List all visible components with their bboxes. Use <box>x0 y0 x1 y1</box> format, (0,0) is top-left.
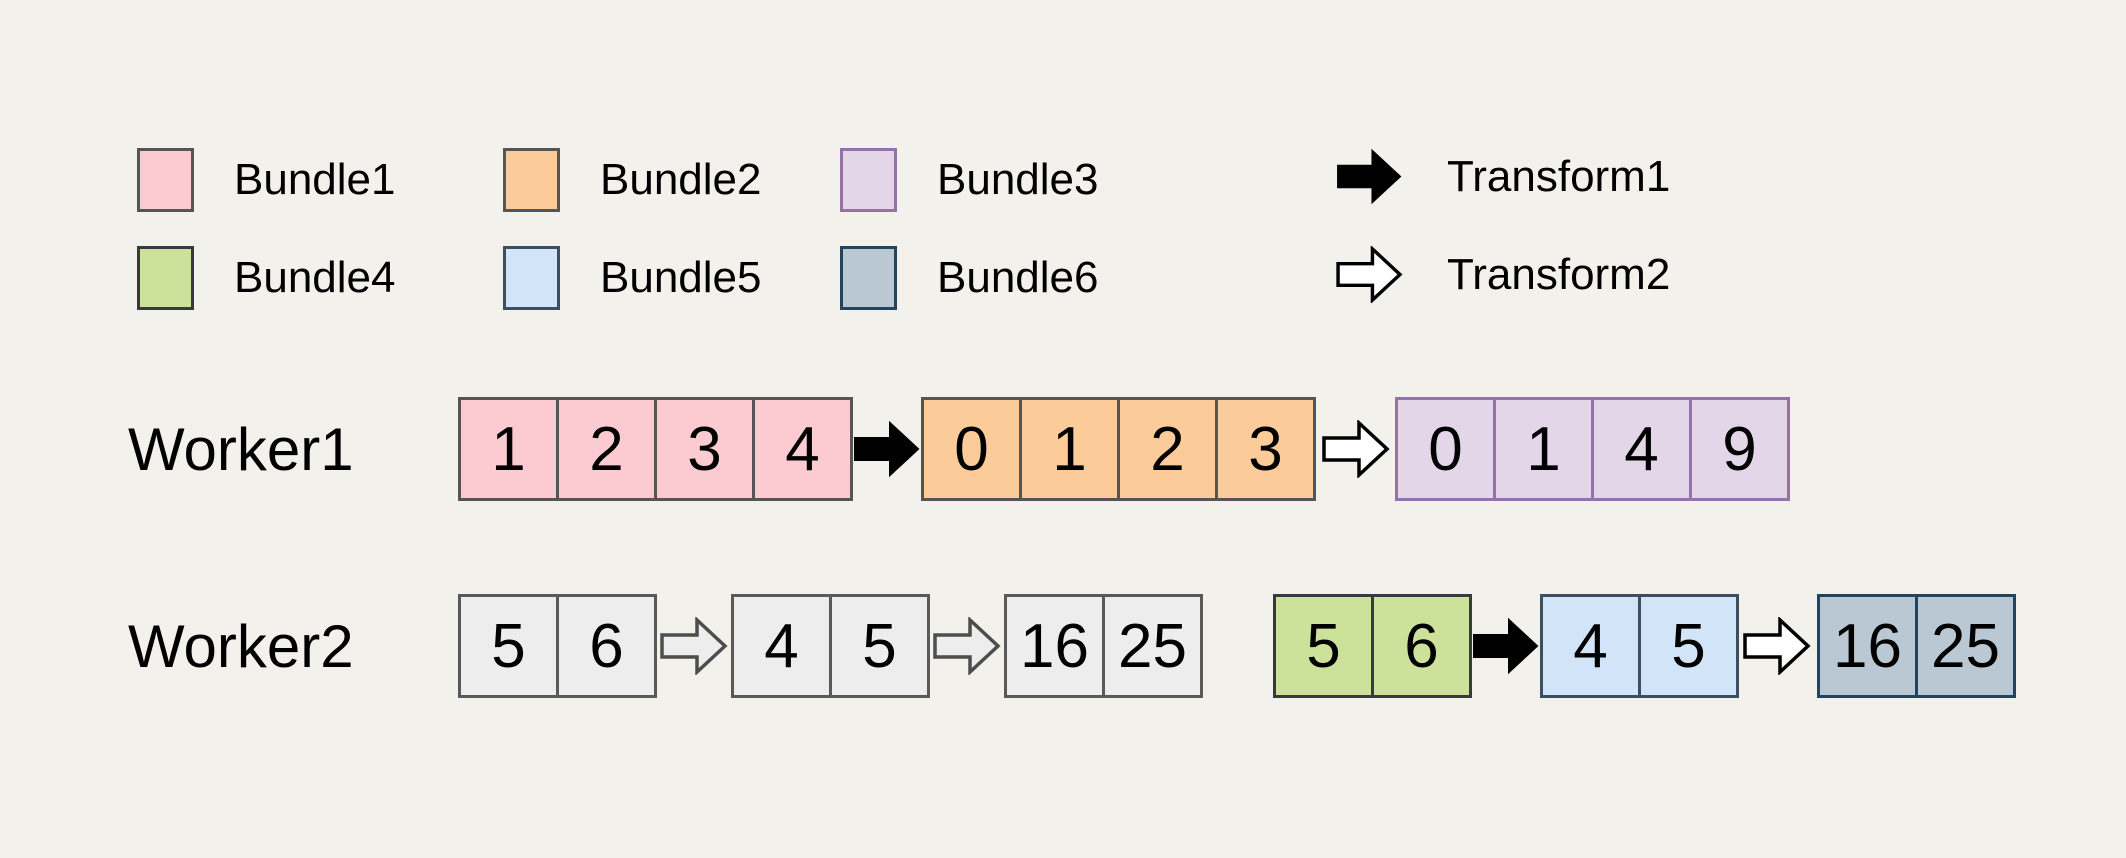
legend-item-bundle3: Bundle3 <box>840 148 1098 212</box>
bundle-cell: 2 <box>1117 397 1218 501</box>
legend-swatch-orange <box>503 148 560 212</box>
legend-item-bundle6: Bundle6 <box>840 246 1098 310</box>
arrow-solid-icon <box>1473 617 1539 675</box>
bundle-cell: 16 <box>1004 594 1105 698</box>
bundle-cell: 5 <box>1273 594 1374 698</box>
bundle-cell: 4 <box>1540 594 1641 698</box>
legend-item-transform2: Transform2 <box>1332 246 1670 303</box>
legend-swatch-pink <box>137 148 194 212</box>
bundle-cell: 6 <box>556 594 657 698</box>
arrow-outline-icon <box>1743 617 1811 675</box>
bundle-cell: 1 <box>1019 397 1120 501</box>
bundle-cell: 25 <box>1915 594 2016 698</box>
arrow-outline-icon <box>1322 420 1390 478</box>
legend-label: Transform2 <box>1447 249 1671 299</box>
bundle-cell: 16 <box>1817 594 1918 698</box>
bundle-cell: 1 <box>458 397 559 501</box>
legend-item-bundle2: Bundle2 <box>503 148 761 212</box>
legend-label: Bundle6 <box>937 253 1099 302</box>
legend-label: Transform1 <box>1447 151 1671 201</box>
legend-swatch-blue <box>503 246 560 310</box>
legend-item-bundle1: Bundle1 <box>137 148 395 212</box>
legend-label: Bundle3 <box>937 155 1099 204</box>
arrow-solid-icon <box>854 420 920 478</box>
legend-item-bundle5: Bundle5 <box>503 246 761 310</box>
legend-item-bundle4: Bundle4 <box>137 246 395 310</box>
bundle-cell: 5 <box>829 594 930 698</box>
bundle-cell: 0 <box>921 397 1022 501</box>
bundle-cell: 3 <box>1215 397 1316 501</box>
bundle-cell: 1 <box>1493 397 1594 501</box>
legend-swatch-green <box>137 246 194 310</box>
worker1-label: Worker1 <box>128 415 354 483</box>
legend-label: Bundle1 <box>234 155 396 204</box>
bundle-cell: 4 <box>731 594 832 698</box>
bundle-cell: 4 <box>1591 397 1692 501</box>
bundle-cell: 5 <box>458 594 559 698</box>
legend-swatch-purple <box>840 148 897 212</box>
bundle-cell: 4 <box>752 397 853 501</box>
legend-label: Bundle5 <box>600 253 762 302</box>
bundle-cell: 2 <box>556 397 657 501</box>
bundle-cell: 6 <box>1371 594 1472 698</box>
legend-label: Bundle4 <box>234 253 396 302</box>
legend-swatch-bluegray <box>840 246 897 310</box>
arrow-outline-icon <box>1336 246 1403 303</box>
bundle-cell: 5 <box>1638 594 1739 698</box>
bundle-cell: 25 <box>1102 594 1203 698</box>
worker2-label: Worker2 <box>128 612 354 680</box>
arrow-solid-icon <box>1337 148 1402 205</box>
legend-item-transform1: Transform1 <box>1332 148 1670 205</box>
bundle-cell: 3 <box>654 397 755 501</box>
arrow-outline-gray-icon <box>660 617 728 675</box>
arrow-outline-gray-icon <box>933 617 1001 675</box>
bundle-cell: 9 <box>1689 397 1790 501</box>
bundle-cell: 0 <box>1395 397 1496 501</box>
legend-label: Bundle2 <box>600 155 762 204</box>
